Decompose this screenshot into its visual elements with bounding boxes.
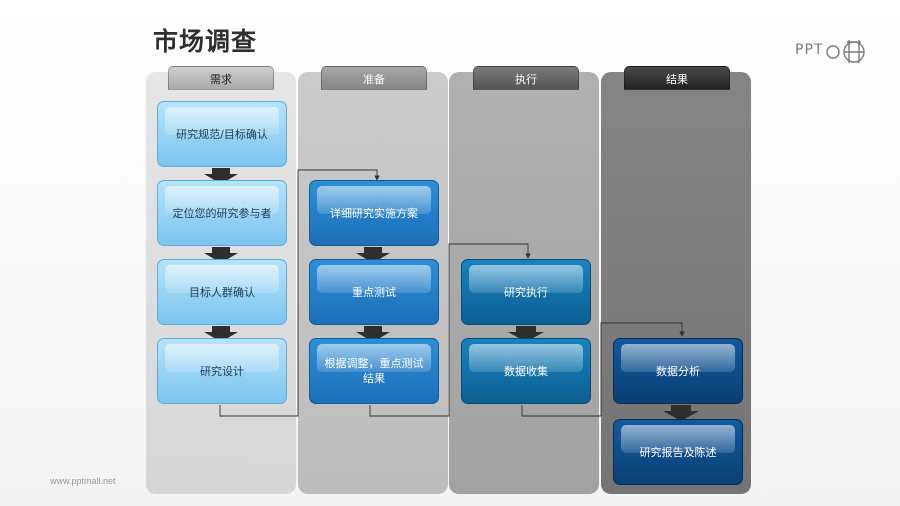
connector-1-to-2: [219, 169, 380, 417]
arrow-down-icon: [204, 247, 238, 263]
arrow-down-icon: [356, 247, 390, 263]
step-locate-participants: 定位您的研究参与者: [157, 180, 287, 246]
step-research-execution: 研究执行: [461, 259, 591, 325]
page-title: 市场调查: [153, 27, 258, 56]
step-adjust-results: 根据调整，重点测试结果: [309, 338, 439, 404]
column-header-results: 结果: [624, 66, 730, 90]
step-focus-test: 重点测试: [309, 259, 439, 325]
logo-text: PPT: [795, 42, 824, 58]
arrow-down-icon: [663, 405, 699, 421]
step-target-group: 目标人群确认: [157, 259, 287, 325]
step-data-analysis: 数据分析: [613, 338, 743, 404]
connector-2-to-3: [369, 243, 531, 417]
step-research-design: 研究设计: [157, 338, 287, 404]
arrow-down-icon: [204, 326, 238, 342]
column-header-execution: 执行: [473, 66, 579, 90]
step-detailed-plan: 详细研究实施方案: [309, 180, 439, 246]
arrow-down-icon: [356, 326, 390, 342]
footer-url: www.pptmall.net: [50, 476, 116, 486]
step-data-collection: 数据收集: [461, 338, 591, 404]
column-header-requirements: 需求: [168, 66, 274, 90]
connector-3-to-4: [521, 322, 685, 417]
logo-icon: [826, 40, 866, 63]
column-header-preparation: 准备: [321, 66, 427, 90]
step-research-spec: 研究规范/目标确认: [157, 101, 287, 167]
arrow-down-icon: [508, 326, 544, 342]
arrow-down-icon: [204, 168, 238, 184]
step-report-presentation: 研究报告及陈述: [613, 419, 743, 485]
logo: PPT: [795, 36, 867, 64]
